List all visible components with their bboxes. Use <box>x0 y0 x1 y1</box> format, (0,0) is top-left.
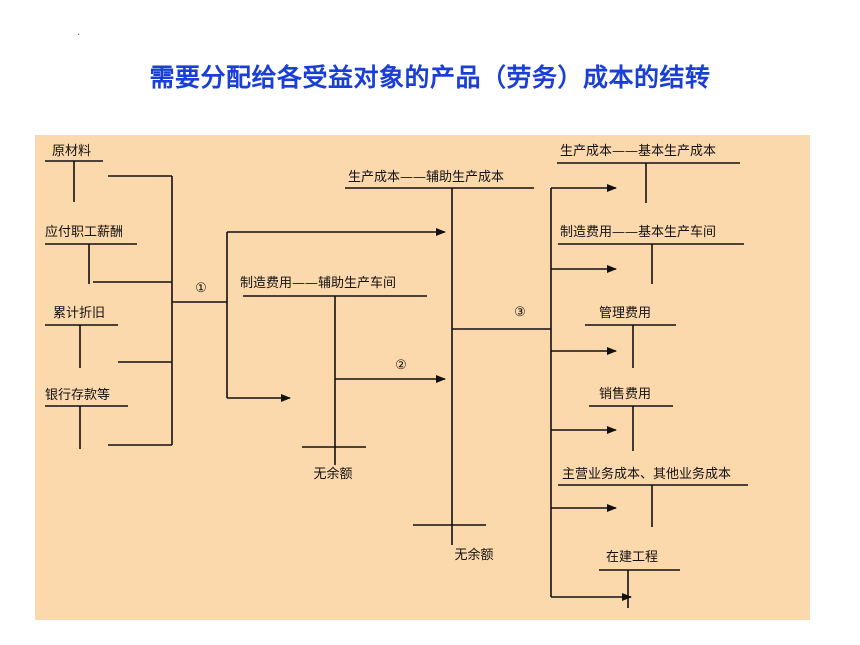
t-account-bank <box>45 405 128 449</box>
page-title: 需要分配给各受益对象的产品（劳务）成本的结转 <box>149 63 711 92</box>
t-account-aux-production <box>345 187 534 545</box>
t-account-payroll <box>45 243 137 284</box>
aux-overhead-label: 制造费用——辅助生产车间 <box>240 275 396 291</box>
target-label-construction: 在建工程 <box>606 550 658 565</box>
t-account-depreciation <box>45 324 118 368</box>
source-label-raw-materials: 原材料 <box>52 144 91 159</box>
t-account-selling-expense <box>589 405 673 451</box>
step-2-label: ② <box>395 358 407 373</box>
t-account-aux-overhead <box>243 295 427 465</box>
step-1-label: ① <box>195 281 207 296</box>
t-account-raw-materials <box>45 160 103 202</box>
t-account-basic-overhead <box>558 243 744 284</box>
t-account-basic-production <box>557 162 740 203</box>
aux-production-label: 生产成本——辅助生产成本 <box>348 170 504 185</box>
source-label-bank: 银行存款等 <box>45 387 110 403</box>
target-label-admin-expense: 管理费用 <box>599 306 651 321</box>
source-label-depreciation: 累计折旧 <box>53 306 105 321</box>
t-account-cost-of-sales <box>558 484 748 527</box>
aux-overhead-no-balance: 无余额 <box>313 466 352 482</box>
target-label-selling-expense: 销售费用 <box>599 386 651 402</box>
target-label-basic-production: 生产成本——基本生产成本 <box>560 144 716 159</box>
stray-dot: · <box>77 30 81 41</box>
diagram-panel <box>35 135 810 620</box>
step-3-label: ③ <box>514 305 526 320</box>
target-label-cost-of-sales: 主营业务成本、其他业务成本 <box>562 466 731 482</box>
target-label-basic-overhead: 制造费用——基本生产车间 <box>560 224 716 240</box>
aux-production-no-balance: 无余额 <box>454 547 493 563</box>
t-account-admin-expense <box>585 324 676 368</box>
t-account-construction <box>599 569 680 608</box>
source-label-payroll: 应付职工薪酬 <box>45 224 123 240</box>
